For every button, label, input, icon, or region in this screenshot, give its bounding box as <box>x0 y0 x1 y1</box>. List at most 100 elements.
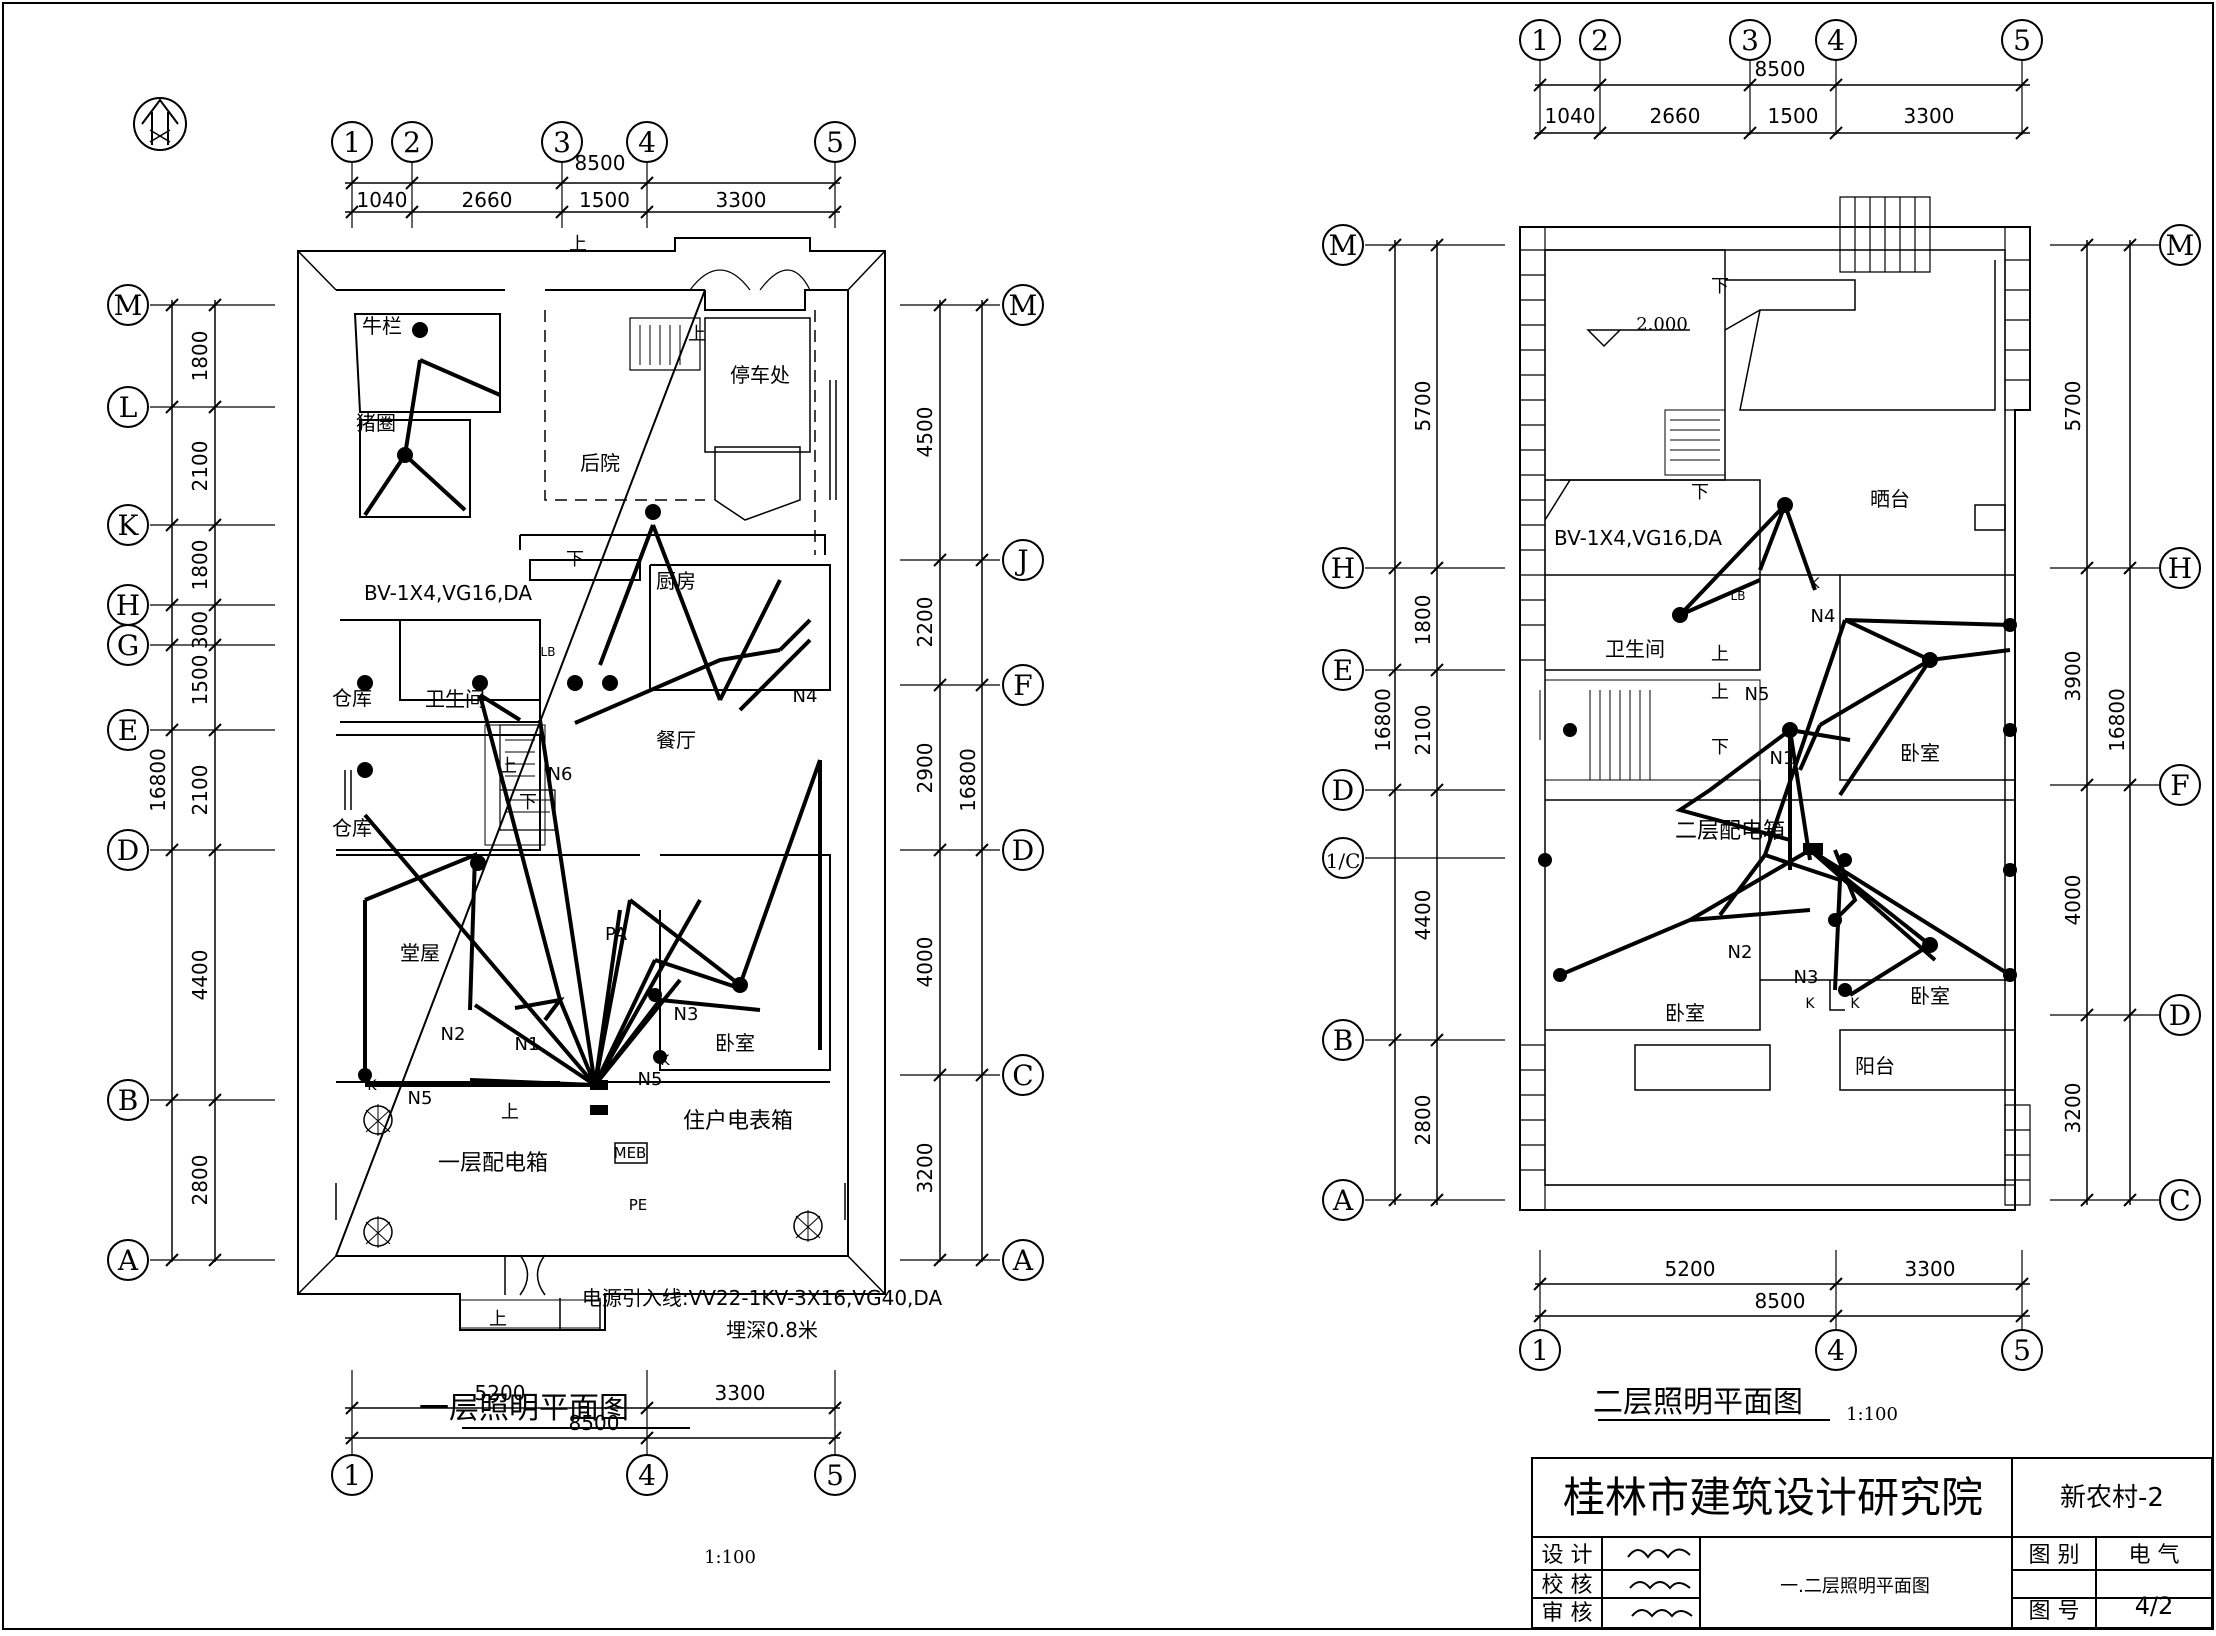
number-label: 图 号 <box>2029 1599 2080 1624</box>
floor2-stair-down: 下 <box>1711 737 1729 758</box>
floor2-dim-right: 4000 <box>2061 875 2085 926</box>
floor1-room-label: 牛栏 <box>362 314 402 338</box>
floor2-axis-left-label: H <box>1331 552 1355 585</box>
floor2-circuit-label: N3 <box>1794 967 1819 988</box>
floor2-axis-bottom-label: 5 <box>2013 1334 2031 1367</box>
floor2-circuit-label: N4 <box>1811 606 1836 627</box>
floor1-axis-right-label: J <box>1014 544 1028 577</box>
floor1-dim-top-total: 8500 <box>575 151 626 175</box>
floor1-dim-top: 1500 <box>579 188 630 212</box>
floor1-title: 一层照明平面图 <box>419 1391 629 1426</box>
title-block <box>1531 1457 2213 1629</box>
floor1-dim-top: 3300 <box>716 188 767 212</box>
north-arrow-icon <box>133 97 187 151</box>
project-name: 新农村-2 <box>2060 1483 2164 1513</box>
floor2-axis-left <box>1322 769 1364 811</box>
floor2-axis-top-label: 2 <box>1591 24 1609 57</box>
number-value: 4/2 <box>2135 1592 2174 1620</box>
floor1-stair-up: 上 <box>569 234 587 255</box>
floor1-room-label: 卧室 <box>715 1031 755 1055</box>
design-label: 设 计 <box>1542 1543 1593 1568</box>
floor1-axis-right-label: D <box>1012 834 1034 867</box>
floor1-dim-left: 2100 <box>188 441 212 492</box>
floor2-axis-left <box>1322 1019 1364 1061</box>
floor2-room-label: 卧室 <box>1665 1001 1705 1025</box>
institute-name: 桂林市建筑设计研究院 <box>1563 1473 1983 1522</box>
floor1-room-label: 仓库 <box>332 686 372 710</box>
floor1-box-lb: LB <box>541 645 556 659</box>
floor2-panel-label: 二层配电箱 <box>1675 819 1785 844</box>
floor2-axis-top-label: 5 <box>2013 24 2031 57</box>
floor1-dim-left: 2800 <box>188 1155 212 1206</box>
floor1-dim-left: 300 <box>188 611 212 649</box>
floor2-axis-right-label: D <box>2169 999 2191 1032</box>
floor1-axis-left <box>107 709 149 751</box>
floor2-axis-left <box>1322 837 1364 879</box>
floor1-dim-right: 4000 <box>913 937 937 988</box>
review-label: 审 核 <box>1542 1601 1593 1626</box>
floor2-plan <box>1519 196 2031 1211</box>
floor1-axis-top-label: 1 <box>343 126 361 159</box>
floor1-axis-top-label: 2 <box>403 126 421 159</box>
floor1-dim-bottom: 3300 <box>715 1381 766 1405</box>
floor2-room-label: 卫生间 <box>1605 637 1665 661</box>
floor2-circuit-label: N5 <box>1745 684 1770 705</box>
floor1-wire-spec: BV-1X4,VG16,DA <box>364 581 532 605</box>
floor1-pe-label: PE <box>629 1196 648 1214</box>
sig-design-signature <box>1627 1548 1691 1559</box>
floor2-axis-bottom-label: 1 <box>1531 1334 1549 1367</box>
floor1-room-label: 餐厅 <box>656 728 696 752</box>
sig-check-signature <box>1629 1581 1691 1590</box>
floor1-panel-label: 一层配电箱 <box>438 1151 548 1176</box>
floor1-axis-right-label: M <box>1009 289 1038 322</box>
floor1-circuit-label: N1 <box>515 1034 540 1055</box>
floor2-dim-top-total: 8500 <box>1755 57 1806 81</box>
floor2-stair-down: 下 <box>1711 276 1729 297</box>
floor2-dim-left: 2800 <box>1411 1095 1435 1146</box>
floor1-axis-left-label: H <box>116 589 140 622</box>
floor2-fixtures <box>1538 497 2017 997</box>
floor1-switch-k: K <box>660 1053 670 1069</box>
floor1-axis-left-label: G <box>117 629 139 662</box>
floor1-fixtures <box>357 322 748 1115</box>
floor1-axis-left <box>107 1239 149 1281</box>
floor2-axis-left-label: B <box>1333 1024 1354 1057</box>
floor1-dim-left: 1800 <box>188 331 212 382</box>
floor2-dim-right-total: 16800 <box>2105 688 2129 752</box>
floor1-axis-bottom-label: 5 <box>826 1459 844 1492</box>
floor1-axis-right-label: F <box>1013 669 1032 702</box>
floor1-axis-left <box>107 284 149 326</box>
floor1-axis-right <box>1002 664 1044 706</box>
floor1-stair-up: 上 <box>489 1309 507 1330</box>
floor2-circuit-label: N2 <box>1728 942 1753 963</box>
plant-icon <box>793 1210 823 1242</box>
floor2-axis-left <box>1322 224 1364 266</box>
floor1-room-label: 堂屋 <box>400 941 440 965</box>
floor2-dim-bottom: 5200 <box>1665 1257 1716 1281</box>
floor2-axis-left-label: M <box>1329 229 1358 262</box>
floor2-dim-bottom: 3300 <box>1905 1257 1956 1281</box>
floor1-circuit-label: N3 <box>674 1004 699 1025</box>
floor2-title: 二层照明平面图 <box>1593 1385 1803 1420</box>
floor1-room-label: 停车处 <box>730 363 790 387</box>
plant-icon <box>363 1104 393 1136</box>
floor1-circuit-label: PA <box>605 924 628 945</box>
floor1-dim-right: 3200 <box>913 1143 937 1194</box>
floor1-axis-top-label: 5 <box>826 126 844 159</box>
plant-icon <box>363 1216 393 1248</box>
floor1-circuit-label: N2 <box>441 1024 466 1045</box>
floor2-switch-k: K <box>1850 996 1860 1012</box>
floor1-axis-left-label: M <box>114 289 143 322</box>
floor1-dim-right: 2200 <box>913 597 937 648</box>
floor1-axis-right <box>1002 1054 1044 1096</box>
floor2-axis-right-label: F <box>2170 769 2189 802</box>
floor1-dim-left: 1800 <box>188 540 212 591</box>
floor1-axis-right <box>1002 829 1044 871</box>
floor2-axis-left-label: 1/C <box>1326 849 1361 873</box>
floor1-stair-down: 下 <box>519 792 537 813</box>
floor1-axis-top-label: 3 <box>553 126 571 159</box>
floor1-dim-bottom-total: 8500 <box>569 1411 620 1435</box>
floor1-axis-right <box>1002 1239 1044 1281</box>
